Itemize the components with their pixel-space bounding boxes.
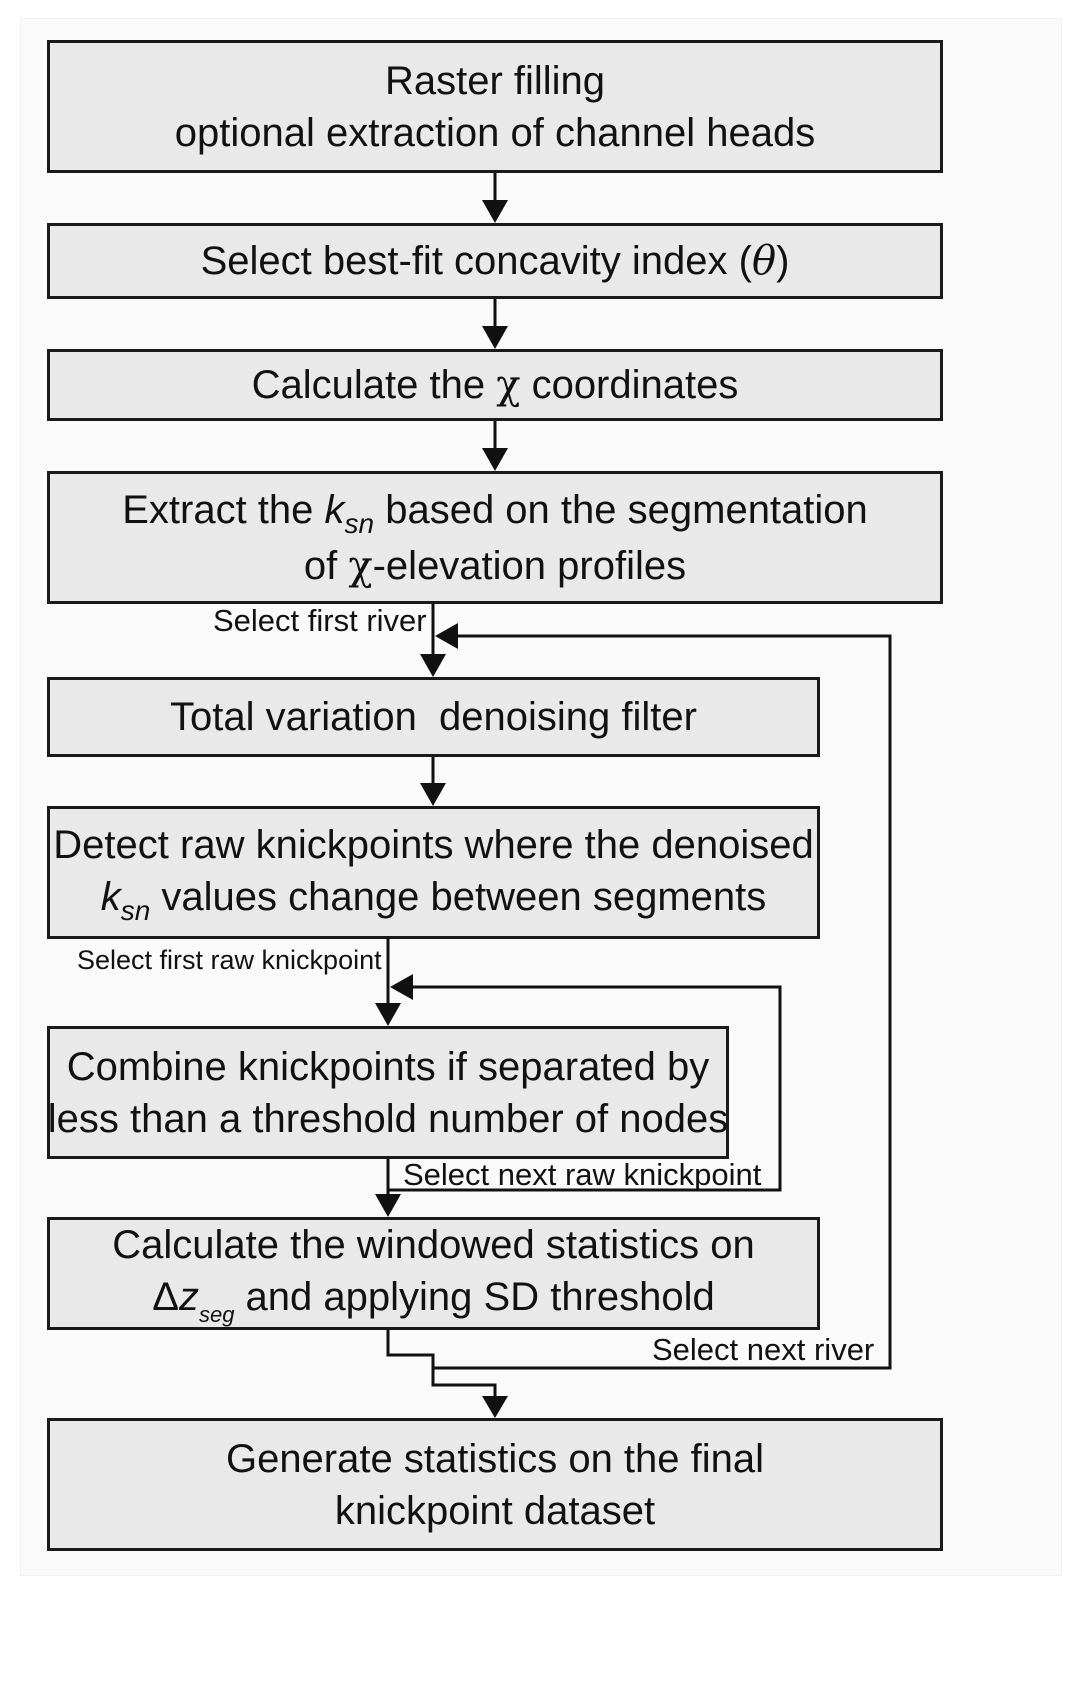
arrowhead-denoise xyxy=(420,654,446,677)
chi-pre: Calculate the xyxy=(251,363,497,407)
loop-next-raw-knickpoint xyxy=(388,985,782,1192)
step-final-line2: knickpoint dataset xyxy=(334,1488,656,1533)
label-select-next-raw-knickpoint: Select next raw knickpoint xyxy=(403,1157,762,1192)
arrowhead-windowed xyxy=(375,1194,401,1217)
ksn-line2-pre: of xyxy=(303,543,349,588)
concavity-label: Select best-fit concavity index ( xyxy=(200,239,752,283)
ksn-chi-symbol: χ xyxy=(348,542,373,589)
concavity-close: ) xyxy=(776,239,790,283)
step-ksn-line2: of χ-elevation profiles xyxy=(304,540,686,592)
label-select-first-raw-knickpoint: Select first raw knickpoint xyxy=(77,945,382,975)
step-raster-filling: Raster filling optional extraction of ch… xyxy=(47,40,943,173)
z-sub: seg xyxy=(198,1301,235,1327)
arrowhead-concavity xyxy=(482,200,508,223)
step-raster-line2: optional extraction of channel heads xyxy=(174,110,816,155)
chi-symbol: χ xyxy=(496,362,521,408)
delta-symbol: Δ xyxy=(152,1274,179,1319)
detect-line2-post: values change between segments xyxy=(150,874,767,919)
arrowhead-chi xyxy=(482,326,508,349)
label-select-next-river: Select next river xyxy=(652,1332,875,1367)
step-final-line1: Generate statistics on the final xyxy=(225,1436,765,1481)
chi-post: coordinates xyxy=(520,363,739,407)
detect-sub: sn xyxy=(120,894,151,926)
step-combine-line2: less than a threshold number of nodes xyxy=(47,1096,729,1141)
label-select-first-river: Select first river xyxy=(213,603,427,638)
step-denoise-text: Total variation denoising filter xyxy=(170,695,697,739)
arrowhead-next-river xyxy=(435,623,458,649)
ksn-line2-post: -elevation profiles xyxy=(372,543,687,588)
step-detect-line2: ksn values change between segments xyxy=(101,871,767,927)
step-ksn-line1: Extract the ksn based on the segmentatio… xyxy=(122,484,868,540)
step-raster-line1: Raster filling xyxy=(384,58,606,103)
ksn-k: k xyxy=(324,487,345,532)
step-concavity-text: Select best-fit concavity index (θ) xyxy=(201,235,790,287)
step-select-concavity: Select best-fit concavity index (θ) xyxy=(47,223,943,299)
step-calculate-chi: Calculate the χ coordinates xyxy=(47,349,943,421)
ksn-post: based on the segmentation xyxy=(374,487,868,532)
step-combine-line1: Combine knickpoints if separated by xyxy=(66,1044,710,1089)
connector-windowed-to-final xyxy=(386,1330,497,1396)
arrowhead-combine xyxy=(375,1003,401,1026)
ksn-sub: sn xyxy=(344,507,375,539)
theta-symbol: θ xyxy=(751,238,777,284)
z-symbol: z xyxy=(178,1274,199,1319)
step-detect-line1: Detect raw knickpoints where the denoise… xyxy=(53,822,814,867)
loop-next-river xyxy=(433,634,892,1370)
step-windowed-line1: Calculate the windowed statistics on xyxy=(112,1222,755,1267)
step-combine-knickpoints: Combine knickpoints if separated by less… xyxy=(47,1026,729,1159)
step-windowed-line2: Δzseg and applying SD threshold xyxy=(152,1271,715,1329)
step-generate-statistics: Generate statistics on the final knickpo… xyxy=(47,1418,943,1551)
step-denoising-filter: Total variation denoising filter xyxy=(47,677,820,757)
arrowhead-ksn xyxy=(482,448,508,471)
step-extract-ksn: Extract the ksn based on the segmentatio… xyxy=(47,471,943,604)
step-windowed-statistics: Calculate the windowed statistics on Δzs… xyxy=(47,1217,820,1330)
detect-k: k xyxy=(100,874,121,919)
arrowhead-next-raw-knickpoint xyxy=(390,974,413,1000)
arrowhead-final xyxy=(482,1396,508,1418)
ksn-pre: Extract the xyxy=(122,487,325,532)
windowed-line2-post: and applying SD threshold xyxy=(234,1274,715,1319)
step-detect-knickpoints: Detect raw knickpoints where the denoise… xyxy=(47,806,820,939)
step-chi-text: Calculate the χ coordinates xyxy=(252,359,739,411)
arrowhead-detect xyxy=(420,783,446,806)
